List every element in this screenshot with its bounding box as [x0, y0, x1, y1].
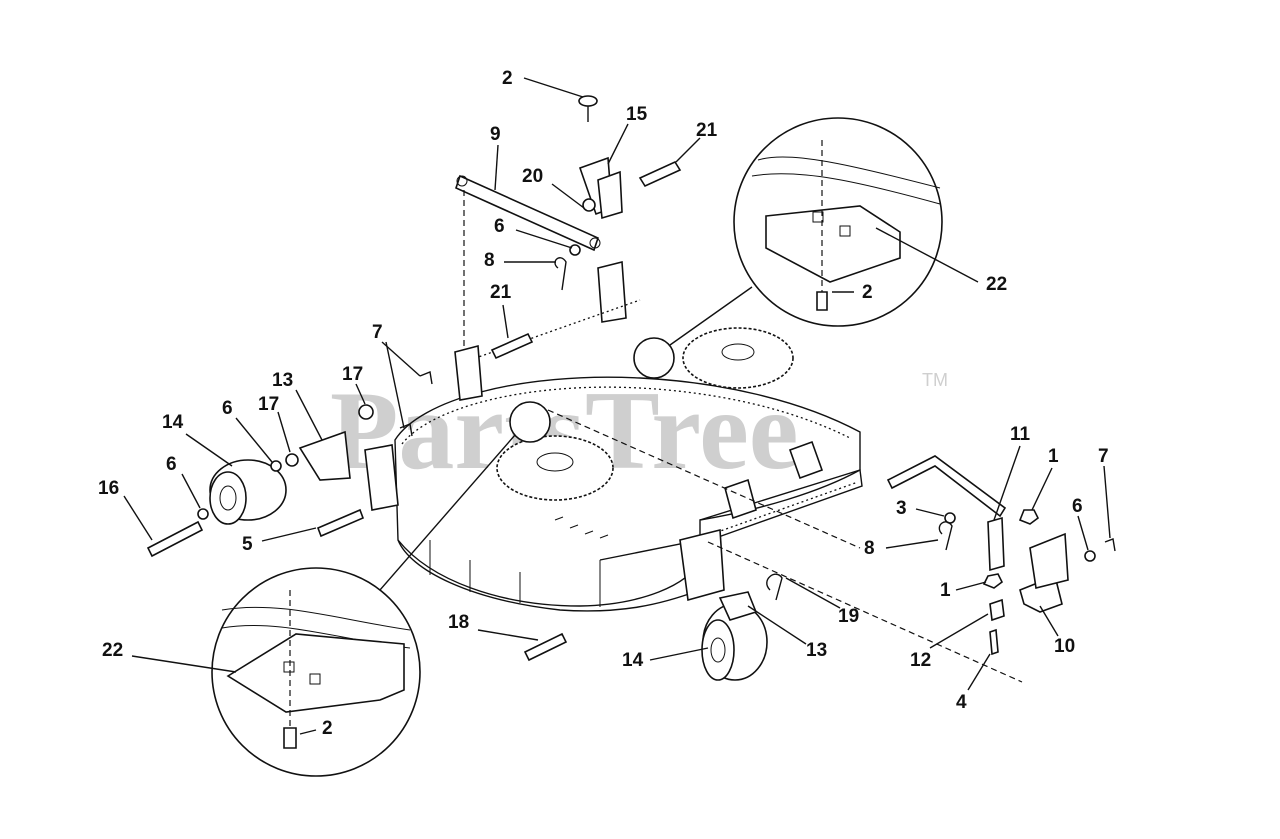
callout-6-upper: 6 — [494, 216, 505, 237]
callout-2-top: 2 — [502, 68, 513, 89]
washer-right-6 — [1084, 550, 1096, 562]
callout-4: 4 — [956, 692, 967, 713]
callout-14-left: 14 — [162, 412, 184, 433]
callout-22-bottom: 22 — [102, 640, 123, 661]
callout-2-inset-bottom: 2 — [322, 718, 333, 739]
carriage-bolt-top — [578, 95, 598, 122]
callout-2-inset-top: 2 — [862, 282, 873, 303]
cotter-pin-7c — [1104, 538, 1116, 552]
gauge-wheel-left — [209, 459, 287, 525]
callout-11: 11 — [1010, 424, 1031, 445]
lift-bracket — [578, 156, 623, 220]
locknut-upper — [358, 404, 374, 420]
detail-inset-bottom — [211, 567, 421, 777]
callout-6-left-b: 6 — [166, 454, 177, 475]
shoulder-bolt — [316, 508, 365, 538]
callout-21-mid: 21 — [490, 282, 512, 303]
link-11 — [987, 516, 1005, 572]
hanger-bracket — [454, 344, 483, 401]
left-spindle-pulley — [496, 435, 614, 501]
callout-7-left: 7 — [372, 322, 383, 343]
washer-upper — [569, 244, 581, 256]
callout-10: 10 — [1054, 636, 1075, 657]
callout-18: 18 — [448, 612, 469, 633]
clevis-pin-top — [638, 160, 682, 188]
hairpin-cotter-upper — [554, 257, 567, 291]
callout-9: 9 — [490, 124, 501, 145]
callout-8-right: 8 — [864, 538, 875, 559]
hanger-bar — [455, 174, 601, 355]
callout-7-right: 7 — [1098, 446, 1109, 467]
detail-inset-top — [733, 117, 943, 327]
wheel-bolt — [146, 520, 204, 558]
hairpin-8-right — [938, 521, 953, 551]
gauge-wheel-right — [701, 603, 768, 681]
callout-1-top: 1 — [1048, 446, 1059, 467]
locknut-left — [285, 453, 299, 467]
front-hanger-rod — [886, 455, 1007, 518]
trademark-mark: TM — [922, 370, 948, 390]
callout-20: 20 — [522, 166, 543, 187]
callout-15: 15 — [626, 104, 648, 125]
detail-pointer-right — [633, 337, 675, 379]
spacer-12 — [989, 598, 1005, 622]
callout-17-a: 17 — [342, 364, 363, 385]
right-spindle-pulley — [682, 327, 794, 389]
front-wheel-mount — [679, 528, 725, 602]
callout-labels: 2 15 9 21 20 6 8 21 7 13 17 17 14 6 6 16… — [98, 68, 1109, 739]
wheel-bracket-left — [298, 430, 351, 481]
mower-deck — [364, 376, 863, 612]
callout-16: 16 — [98, 478, 119, 499]
clevis-pin-mid — [490, 332, 534, 360]
callout-8-upper: 8 — [484, 250, 495, 271]
callout-13-right: 13 — [806, 640, 827, 661]
rear-deck-bracket — [597, 260, 627, 323]
callout-19: 19 — [838, 606, 859, 627]
nut-1-mid — [982, 573, 1004, 589]
callout-6-left-a: 6 — [222, 398, 233, 419]
washer-left-a — [197, 508, 209, 520]
leader-lines — [123, 77, 1111, 735]
bolt-18 — [523, 632, 568, 662]
callout-12: 12 — [910, 650, 931, 671]
callout-13-left: 13 — [272, 370, 293, 391]
callout-3: 3 — [896, 498, 907, 519]
hairpin-19 — [766, 573, 783, 601]
callout-21-top: 21 — [696, 120, 718, 141]
callout-5: 5 — [242, 534, 253, 555]
bolt-4 — [989, 628, 999, 656]
bracket-10-upright — [1029, 532, 1069, 589]
nut-1-top — [1018, 509, 1040, 525]
washer-left-b — [270, 460, 282, 472]
callout-17-b: 17 — [258, 394, 279, 415]
callout-14-right: 14 — [622, 650, 644, 671]
callout-1-mid: 1 — [940, 580, 951, 601]
cotter-pin-7a — [419, 371, 433, 385]
callout-6-right: 6 — [1072, 496, 1083, 517]
callout-22-top: 22 — [986, 274, 1007, 295]
detail-pointer-left — [509, 401, 551, 443]
